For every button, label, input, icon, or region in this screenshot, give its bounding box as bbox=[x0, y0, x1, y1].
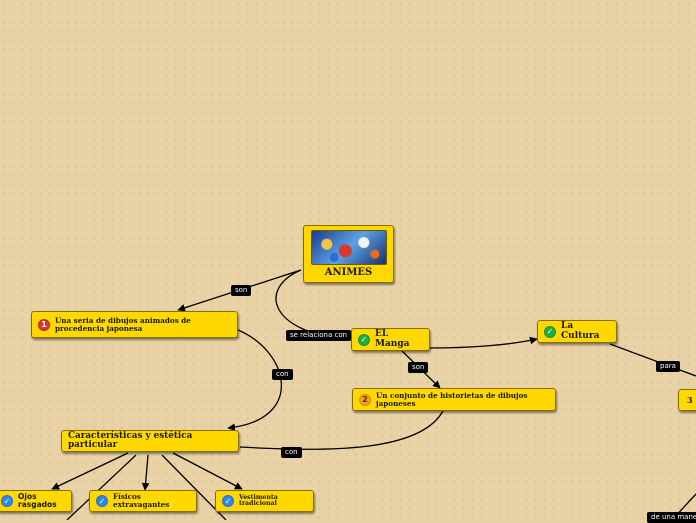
node-right-partial[interactable]: 3 bbox=[678, 389, 696, 411]
line-cultura-to-right bbox=[609, 343, 696, 377]
node-vestimenta-text: Vestimenta tradicional bbox=[239, 493, 278, 507]
connector-label-con: con bbox=[281, 447, 302, 458]
node-ojos-text: Ojos rasgados bbox=[18, 492, 57, 509]
line-caract-to-vestimenta bbox=[172, 452, 243, 490]
node-caracteristicas-text: Características y estética particular bbox=[68, 430, 193, 450]
node-cultura[interactable]: ✓ La Cultura bbox=[537, 320, 617, 343]
root-title: ANIMES bbox=[324, 266, 373, 278]
check-icon: ✓ bbox=[544, 325, 556, 338]
check-icon: ✓ bbox=[96, 495, 108, 507]
line-caract-to-fisicos bbox=[141, 454, 150, 491]
connector-label-con: con bbox=[272, 369, 293, 380]
connector-label-son: son bbox=[408, 362, 429, 373]
node-ojos[interactable]: ✓ Ojos rasgados bbox=[0, 490, 72, 512]
node-manga[interactable]: ✓ EL Manga bbox=[351, 328, 430, 351]
check-icon: ✓ bbox=[358, 333, 370, 346]
check-icon: ✓ bbox=[222, 495, 234, 507]
node-serie-text: Una seria de dibujos animados de procede… bbox=[55, 315, 191, 333]
connector-label-se-relaciona: se relaciona con bbox=[286, 330, 352, 341]
node-fisicos[interactable]: ✓ Físicos extravagantes bbox=[89, 490, 197, 512]
connector-label-de-una: de una manera bbox=[647, 512, 696, 523]
node-fisicos-text: Físicos extravagantes bbox=[113, 492, 170, 509]
line-historietas-to-caract bbox=[239, 410, 444, 450]
root-node[interactable]: ANIMES bbox=[303, 225, 394, 283]
connector-label-para: para bbox=[656, 361, 680, 372]
node-cultura-text: La Cultura bbox=[561, 321, 600, 341]
line-serie-to-caract bbox=[227, 329, 282, 432]
line-manga-to-cultura bbox=[429, 336, 538, 349]
anime-collage-image bbox=[310, 230, 387, 265]
node-manga-text: EL Manga bbox=[375, 329, 410, 349]
node-vestimenta[interactable]: ✓ Vestimenta tradicional bbox=[215, 490, 314, 512]
line-caract-down-left bbox=[66, 454, 137, 520]
node-right-partial-text: 3 bbox=[687, 394, 693, 405]
node-caracteristicas[interactable]: Características y estética particular bbox=[61, 430, 239, 452]
connector-label-son: son bbox=[231, 285, 252, 296]
line-caract-to-ojos bbox=[51, 452, 129, 490]
node-historietas-text: Un conjunto de historietas de dibujos ja… bbox=[376, 390, 528, 408]
check-icon: ✓ bbox=[1, 495, 13, 507]
priority-badge: 2 bbox=[359, 393, 371, 406]
node-serie[interactable]: 1 Una seria de dibujos animados de proce… bbox=[31, 311, 238, 338]
node-historietas[interactable]: 2 Un conjunto de historietas de dibujos … bbox=[352, 388, 556, 411]
priority-badge: 1 bbox=[38, 318, 50, 331]
